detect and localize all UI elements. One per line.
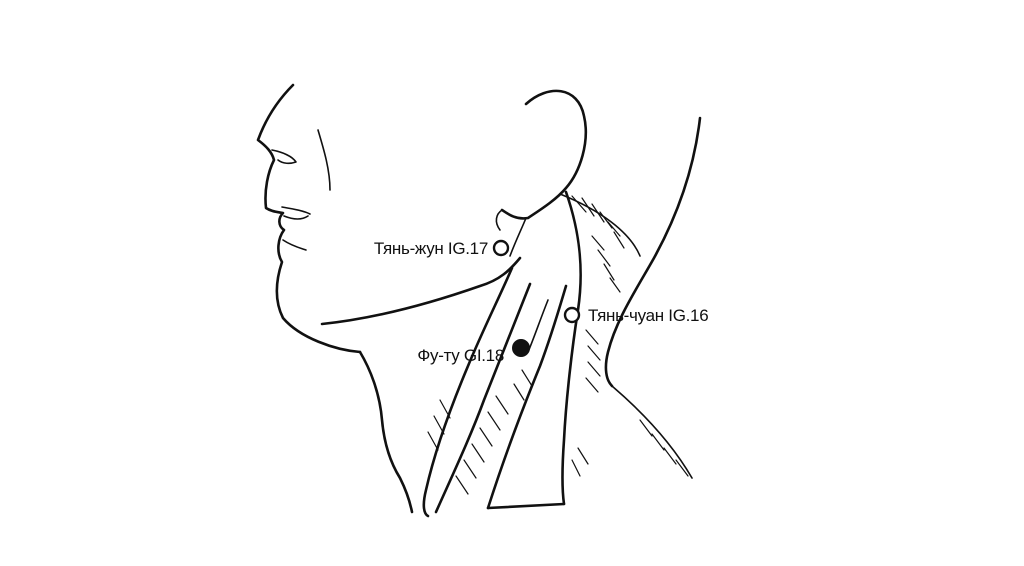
point-label-ig16: Тянь-чуан IG.16 <box>588 306 708 325</box>
point-label-gi18: Фу-ту GI.18 <box>417 346 504 365</box>
ear-outline <box>495 89 588 231</box>
neck-muscle-bands <box>422 190 582 518</box>
back-neck-outline <box>559 116 702 479</box>
point-marker-open <box>492 239 510 257</box>
throat-outline <box>358 350 414 514</box>
shading-hatch <box>427 195 689 495</box>
face-profile-outline <box>256 83 362 354</box>
acupoint-gi18: Фу-ту GI.18 <box>417 339 530 365</box>
acupoint-ig16: Тянь-чуан IG.16 <box>563 306 709 325</box>
jaw-line <box>320 217 527 326</box>
point-marker-open <box>563 306 581 324</box>
acupoint-ig17: Тянь-жун IG.17 <box>374 239 510 258</box>
point-label-ig17: Тянь-жун IG.17 <box>374 239 488 258</box>
point-marker-filled <box>512 339 530 357</box>
